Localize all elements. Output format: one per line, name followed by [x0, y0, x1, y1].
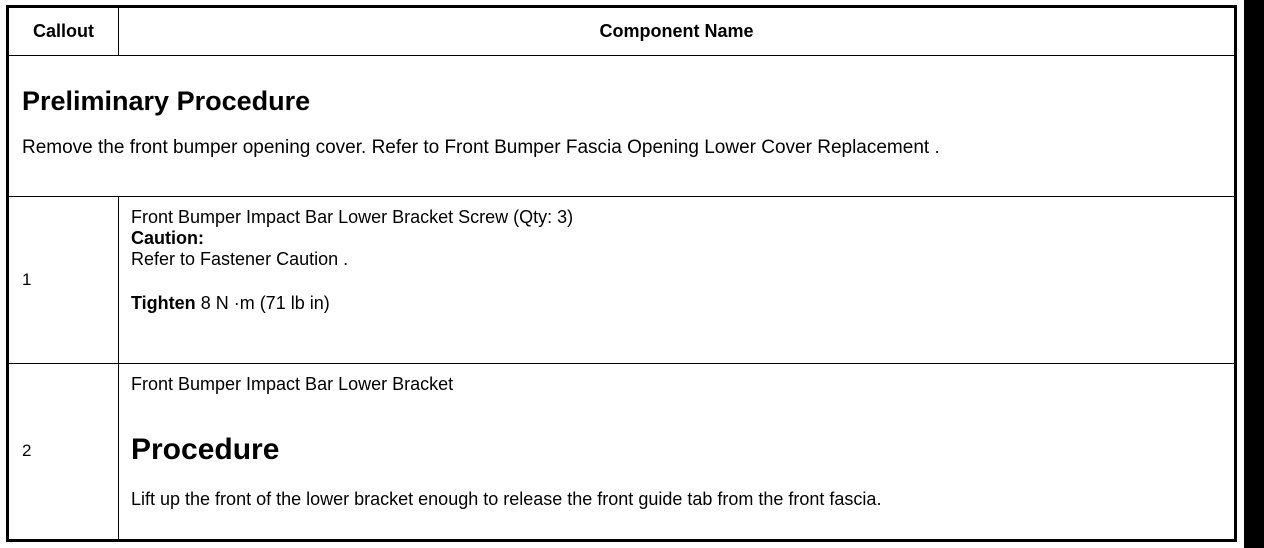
torque-value: 8 N ·m (71 lb in) — [200, 293, 330, 314]
torque-label: Tighten — [131, 293, 196, 314]
caution-text: Refer to Fastener Caution . — [131, 249, 349, 270]
header-row: Callout Component Name — [7, 5, 1236, 57]
component-cell: Front Bumper Impact Bar Lower Bracket Pr… — [118, 362, 1236, 542]
preliminary-row: Preliminary Procedure Remove the front b… — [7, 55, 1236, 198]
table-row: 1 Front Bumper Impact Bar Lower Bracket … — [7, 196, 1236, 364]
right-edge-bar — [1244, 0, 1264, 548]
procedure-title: Procedure — [131, 432, 280, 466]
caution-label: Caution: — [131, 228, 204, 249]
table-row: 2 Front Bumper Impact Bar Lower Bracket … — [7, 362, 1236, 542]
callout-header: Callout — [7, 5, 119, 57]
preliminary-cell: Preliminary Procedure Remove the front b… — [7, 55, 1236, 198]
preliminary-title: Preliminary Procedure — [22, 86, 311, 117]
callout-number: 1 — [7, 196, 119, 364]
procedure-table: Callout Component Name Preliminary Proce… — [6, 5, 1237, 542]
component-name-header: Component Name — [118, 5, 1236, 57]
procedure-text: Lift up the front of the lower bracket e… — [131, 488, 882, 509]
preliminary-text: Remove the front bumper opening cover. R… — [22, 137, 940, 159]
torque-spec: Tighten 8 N ·m (71 lb in) — [131, 293, 1234, 314]
component-cell: Front Bumper Impact Bar Lower Bracket Sc… — [118, 196, 1236, 364]
component-name: Front Bumper Impact Bar Lower Bracket — [131, 373, 454, 394]
callout-number: 2 — [7, 362, 119, 542]
component-name: Front Bumper Impact Bar Lower Bracket Sc… — [131, 207, 574, 228]
